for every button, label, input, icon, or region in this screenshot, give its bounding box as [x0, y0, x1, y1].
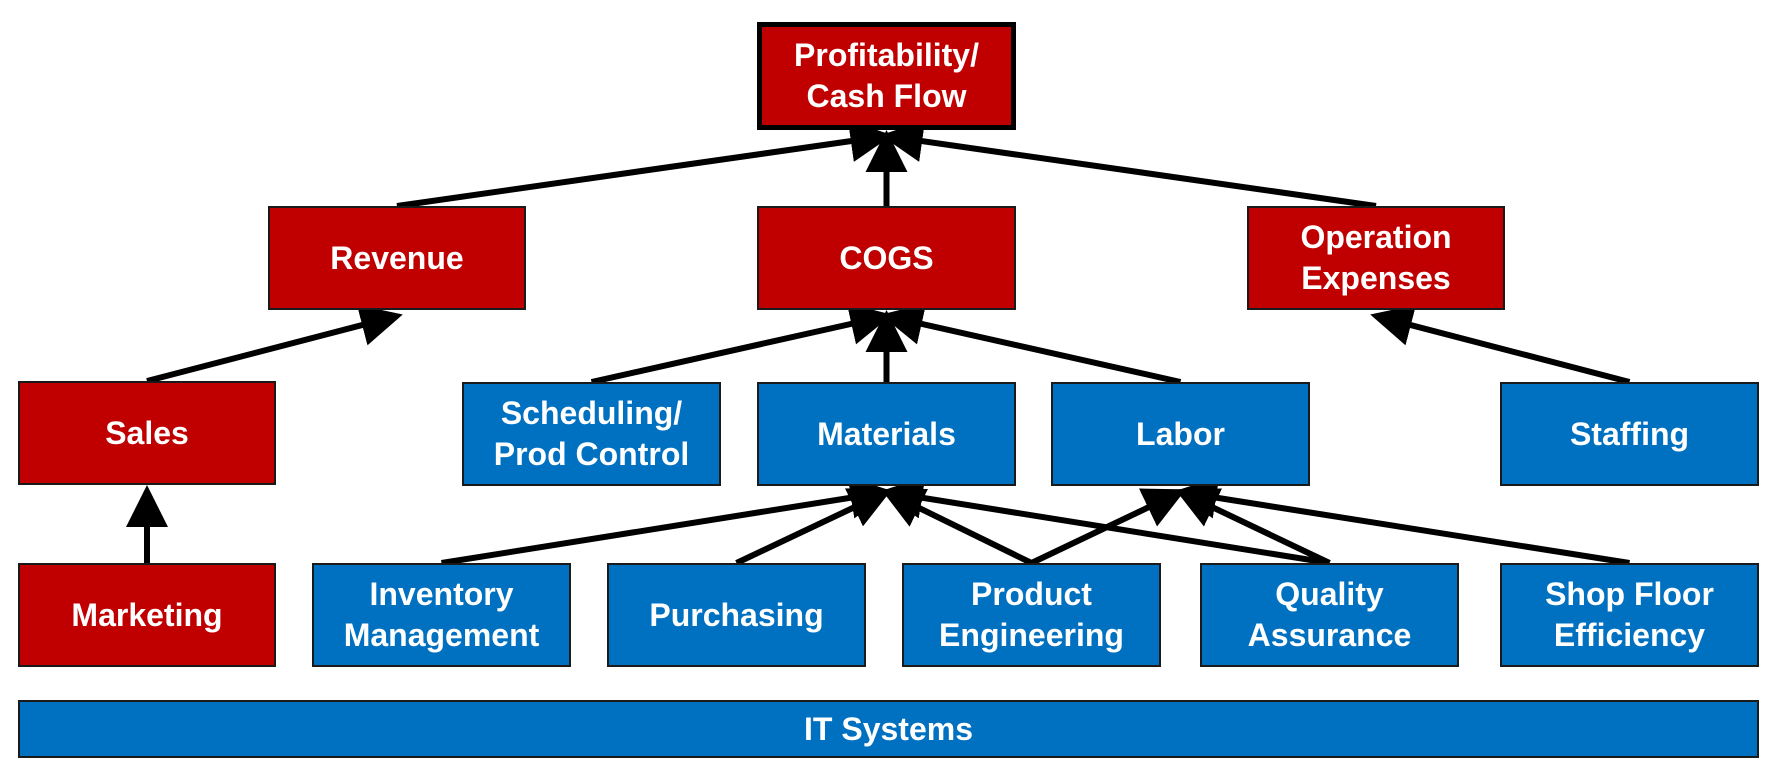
arrow-shop_floor-to-labor [1174, 476, 1630, 566]
operation-expenses-box: Operation Expenses [1247, 206, 1505, 310]
staffing-label: Staffing [1569, 415, 1690, 452]
purchasing-box: Purchasing [607, 563, 866, 667]
staffing-box: Staffing [1500, 382, 1759, 486]
purchasing-label: Purchasing [649, 596, 824, 633]
arrow-product_eng-to-labor [1030, 488, 1186, 566]
sales-box: Sales [18, 381, 276, 485]
shop-floor-efficiency-label: Shop Floor Efficiency [1545, 576, 1714, 653]
revenue-label: Revenue [330, 239, 464, 276]
profitability-cash-flow-box: Profitability/ Cash Flow [757, 22, 1016, 130]
labor-label: Labor [1136, 415, 1225, 452]
shop-floor-efficiency-box: Shop Floor Efficiency [1500, 563, 1759, 667]
it-systems-bar: IT Systems [18, 700, 1759, 758]
arrow-scheduling-to-cogs [590, 303, 893, 385]
profitability-cash-flow-label: Profitability/ Cash Flow [794, 37, 979, 114]
marketing-box: Marketing [18, 563, 276, 667]
scheduling-prod-control-box: Scheduling/ Prod Control [462, 382, 721, 486]
inventory-management-label: Inventory Management [343, 576, 540, 653]
quality-assurance-label: Quality Assurance [1247, 576, 1412, 653]
revenue-box: Revenue [268, 206, 526, 310]
inventory-management-box: Inventory Management [312, 563, 571, 667]
arrow-sales-to-revenue [146, 304, 403, 384]
arrow-opex-to-profitability [880, 120, 1377, 209]
quality-assurance-box: Quality Assurance [1200, 563, 1459, 667]
cogs-label: COGS [839, 239, 934, 276]
marketing-label: Marketing [71, 596, 223, 633]
arrow-purchasing-to-materials [735, 488, 892, 566]
labor-box: Labor [1051, 382, 1310, 486]
materials-box: Materials [757, 382, 1016, 486]
operation-expenses-label: Operation Expenses [1300, 219, 1452, 296]
scheduling-prod-control-label: Scheduling/ Prod Control [493, 395, 690, 472]
it-systems-label: IT Systems [804, 710, 973, 747]
product-engineering-box: Product Engineering [902, 563, 1161, 667]
cogs-box: COGS [757, 206, 1016, 310]
sales-label: Sales [105, 414, 189, 451]
product-engineering-label: Product Engineering [939, 576, 1124, 653]
arrow-labor-to-cogs [880, 303, 1182, 385]
arrow-revenue-to-profitability [396, 120, 893, 209]
materials-label: Materials [817, 415, 956, 452]
arrow-inventory-to-materials [441, 476, 893, 566]
arrow-staffing-to-opex [1370, 304, 1631, 385]
